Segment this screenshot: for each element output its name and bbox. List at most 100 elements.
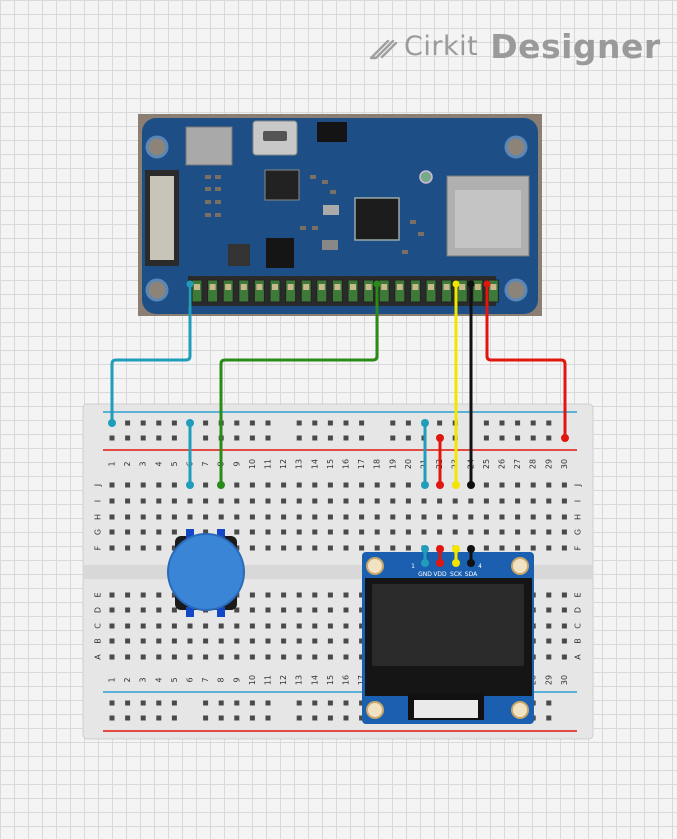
breadboard-hole[interactable]: [171, 435, 177, 441]
breadboard-hole[interactable]: [249, 498, 255, 504]
breadboard-hole[interactable]: [452, 498, 458, 504]
breadboard-hole[interactable]: [281, 514, 287, 520]
breadboard-hole[interactable]: [265, 638, 271, 644]
breadboard-hole[interactable]: [281, 498, 287, 504]
breadboard-hole[interactable]: [296, 592, 302, 598]
breadboard-hole[interactable]: [156, 482, 162, 488]
breadboard-hole[interactable]: [234, 435, 240, 441]
breadboard-hole[interactable]: [390, 482, 396, 488]
breadboard-hole[interactable]: [374, 514, 380, 520]
breadboard-hole[interactable]: [515, 529, 521, 535]
header-pin[interactable]: [253, 279, 265, 303]
breadboard-hole[interactable]: [249, 592, 255, 598]
breadboard-hole[interactable]: [327, 529, 333, 535]
breadboard-hole[interactable]: [561, 545, 567, 551]
breadboard-hole[interactable]: [109, 514, 115, 520]
breadboard-hole[interactable]: [483, 482, 489, 488]
breadboard-hole[interactable]: [296, 715, 302, 721]
breadboard-hole[interactable]: [125, 482, 131, 488]
breadboard-hole[interactable]: [109, 700, 115, 706]
breadboard-hole[interactable]: [234, 638, 240, 644]
breadboard-hole[interactable]: [281, 638, 287, 644]
breadboard-hole[interactable]: [374, 545, 380, 551]
breadboard-hole[interactable]: [499, 420, 505, 426]
breadboard-hole[interactable]: [483, 435, 489, 441]
breadboard-hole[interactable]: [561, 623, 567, 629]
breadboard-hole[interactable]: [546, 420, 552, 426]
header-pin[interactable]: [269, 279, 281, 303]
breadboard-hole[interactable]: [203, 700, 209, 706]
breadboard-hole[interactable]: [125, 607, 131, 613]
breadboard-hole[interactable]: [359, 482, 365, 488]
breadboard-hole[interactable]: [265, 654, 271, 660]
breadboard-hole[interactable]: [109, 607, 115, 613]
breadboard-hole[interactable]: [343, 654, 349, 660]
breadboard-hole[interactable]: [156, 638, 162, 644]
breadboard-hole[interactable]: [109, 623, 115, 629]
breadboard-hole[interactable]: [296, 607, 302, 613]
breadboard-hole[interactable]: [296, 514, 302, 520]
breadboard-hole[interactable]: [156, 700, 162, 706]
breadboard-hole[interactable]: [234, 514, 240, 520]
breadboard-hole[interactable]: [437, 498, 443, 504]
breadboard-hole[interactable]: [203, 638, 209, 644]
breadboard-hole[interactable]: [499, 435, 505, 441]
breadboard-hole[interactable]: [312, 654, 318, 660]
breadboard-hole[interactable]: [499, 482, 505, 488]
breadboard-hole[interactable]: [312, 700, 318, 706]
breadboard-hole[interactable]: [343, 638, 349, 644]
breadboard-hole[interactable]: [483, 514, 489, 520]
breadboard-hole[interactable]: [359, 529, 365, 535]
wire-teal-gnd-to-rail[interactable]: [110, 282, 192, 425]
breadboard-hole[interactable]: [546, 482, 552, 488]
breadboard-hole[interactable]: [265, 623, 271, 629]
breadboard-hole[interactable]: [530, 545, 536, 551]
breadboard-hole[interactable]: [312, 420, 318, 426]
breadboard-hole[interactable]: [265, 592, 271, 598]
breadboard-hole[interactable]: [249, 654, 255, 660]
breadboard-hole[interactable]: [218, 498, 224, 504]
breadboard-hole[interactable]: [265, 514, 271, 520]
breadboard-hole[interactable]: [140, 498, 146, 504]
breadboard-hole[interactable]: [359, 592, 365, 598]
header-pin[interactable]: [363, 279, 375, 303]
breadboard-hole[interactable]: [125, 498, 131, 504]
breadboard-hole[interactable]: [140, 607, 146, 613]
breadboard-hole[interactable]: [343, 482, 349, 488]
breadboard-hole[interactable]: [187, 654, 193, 660]
breadboard-hole[interactable]: [561, 514, 567, 520]
breadboard-hole[interactable]: [343, 700, 349, 706]
breadboard-hole[interactable]: [296, 498, 302, 504]
breadboard-hole[interactable]: [359, 715, 365, 721]
breadboard-hole[interactable]: [265, 482, 271, 488]
breadboard-hole[interactable]: [546, 654, 552, 660]
breadboard-hole[interactable]: [452, 514, 458, 520]
breadboard-hole[interactable]: [156, 420, 162, 426]
breadboard-hole[interactable]: [343, 623, 349, 629]
breadboard-hole[interactable]: [327, 715, 333, 721]
breadboard-hole[interactable]: [359, 545, 365, 551]
breadboard-hole[interactable]: [546, 715, 552, 721]
breadboard-hole[interactable]: [125, 529, 131, 535]
breadboard-hole[interactable]: [312, 435, 318, 441]
breadboard-hole[interactable]: [125, 435, 131, 441]
breadboard-hole[interactable]: [109, 638, 115, 644]
breadboard-hole[interactable]: [296, 420, 302, 426]
breadboard-hole[interactable]: [390, 420, 396, 426]
breadboard-hole[interactable]: [374, 482, 380, 488]
push-button-cap[interactable]: [167, 533, 245, 611]
breadboard-hole[interactable]: [171, 700, 177, 706]
breadboard-hole[interactable]: [125, 715, 131, 721]
breadboard-hole[interactable]: [125, 623, 131, 629]
breadboard-hole[interactable]: [546, 545, 552, 551]
breadboard-hole[interactable]: [203, 435, 209, 441]
breadboard-hole[interactable]: [156, 435, 162, 441]
breadboard-hole[interactable]: [405, 435, 411, 441]
header-pin[interactable]: [441, 279, 453, 303]
header-pin[interactable]: [316, 279, 328, 303]
wire-green-gpio-to-button[interactable]: [219, 282, 379, 487]
breadboard-hole[interactable]: [296, 545, 302, 551]
breadboard-hole[interactable]: [312, 638, 318, 644]
breadboard-hole[interactable]: [234, 715, 240, 721]
breadboard-hole[interactable]: [109, 592, 115, 598]
